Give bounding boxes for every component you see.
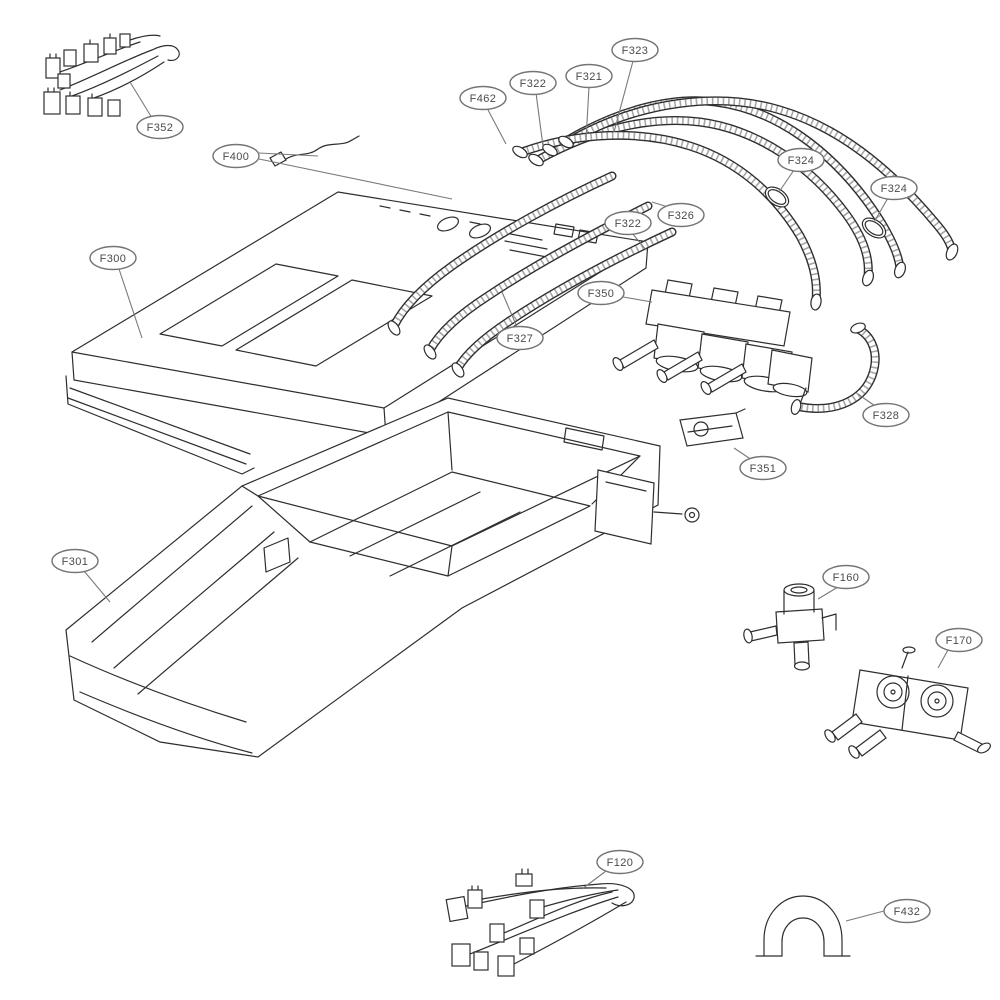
top-wire-harness-drawing (43, 33, 180, 117)
label-ellipse (862, 402, 910, 428)
label-text: F350 (588, 288, 615, 300)
part-label: F120 (596, 849, 644, 875)
hose-bundle-drawing (387, 101, 959, 378)
part-label: F160 (822, 564, 870, 590)
part-label: F324 (777, 147, 825, 173)
part-label: F350 (577, 280, 625, 306)
part-label: F170 (935, 627, 983, 653)
label-text: F432 (894, 906, 921, 918)
part-label: F324 (870, 175, 918, 201)
label-text: F324 (788, 155, 815, 167)
label-text: F160 (833, 572, 860, 584)
part-label: F351 (739, 455, 787, 481)
label-ellipse (870, 175, 918, 201)
triple-inlet-valve-drawing (824, 646, 991, 759)
label-text: F400 (223, 151, 250, 163)
label-text: F327 (507, 333, 534, 345)
part-label: F322 (509, 70, 557, 96)
label-ellipse (883, 898, 931, 924)
valve-assembly-drawing (612, 279, 813, 405)
part-label: F462 (459, 85, 507, 111)
part-label: F327 (496, 325, 544, 351)
label-ellipse (212, 143, 260, 169)
part-labels: F352 F400 F462 F322 F321 F323 F324 F324 … (51, 37, 983, 924)
hose-clamp (764, 186, 790, 208)
leader-lines (83, 60, 949, 922)
part-label: F352 (136, 114, 184, 140)
label-text: F462 (470, 93, 497, 105)
label-text: F120 (607, 857, 634, 869)
part-label: F322 (604, 210, 652, 236)
label-ellipse (565, 63, 613, 89)
label-ellipse (604, 210, 652, 236)
label-ellipse (577, 280, 625, 306)
part-label: F432 (883, 898, 931, 924)
label-text: F351 (750, 463, 777, 475)
small-connector-part-drawing (679, 408, 746, 447)
dispenser-housing-drawing (65, 397, 700, 758)
part-label: F321 (565, 63, 613, 89)
label-text: F321 (576, 71, 603, 83)
hose-clamp (861, 217, 887, 239)
label-ellipse (822, 564, 870, 590)
elbow-hose-drawing (790, 322, 875, 415)
part-label: F323 (611, 37, 659, 63)
label-ellipse (136, 114, 184, 140)
single-inlet-valve-drawing (743, 583, 837, 671)
label-ellipse (657, 202, 705, 228)
label-ellipse (496, 325, 544, 351)
label-text: F301 (62, 556, 89, 568)
part-label: F400 (212, 143, 260, 169)
label-ellipse (739, 455, 787, 481)
label-text: F170 (946, 635, 973, 647)
part-label: F328 (862, 402, 910, 428)
label-text: F326 (668, 210, 695, 222)
label-ellipse (459, 85, 507, 111)
label-text: F324 (881, 183, 908, 195)
hose-end-fittings (387, 135, 959, 378)
bottom-wire-harness-drawing (445, 868, 635, 977)
part-label: F300 (89, 245, 137, 271)
label-text: F323 (622, 45, 649, 57)
label-text: F322 (520, 78, 547, 90)
label-text: F300 (100, 253, 127, 265)
label-ellipse (935, 627, 983, 653)
label-ellipse (596, 849, 644, 875)
label-ellipse (611, 37, 659, 63)
part-label: F301 (51, 548, 99, 574)
label-ellipse (777, 147, 825, 173)
label-text: F322 (615, 218, 642, 230)
label-ellipse (51, 548, 99, 574)
label-ellipse (89, 245, 137, 271)
clamp-bracket-drawing (755, 895, 851, 957)
label-ellipse (509, 70, 557, 96)
part-label: F326 (657, 202, 705, 228)
label-text: F352 (147, 122, 174, 134)
label-text: F328 (873, 410, 900, 422)
